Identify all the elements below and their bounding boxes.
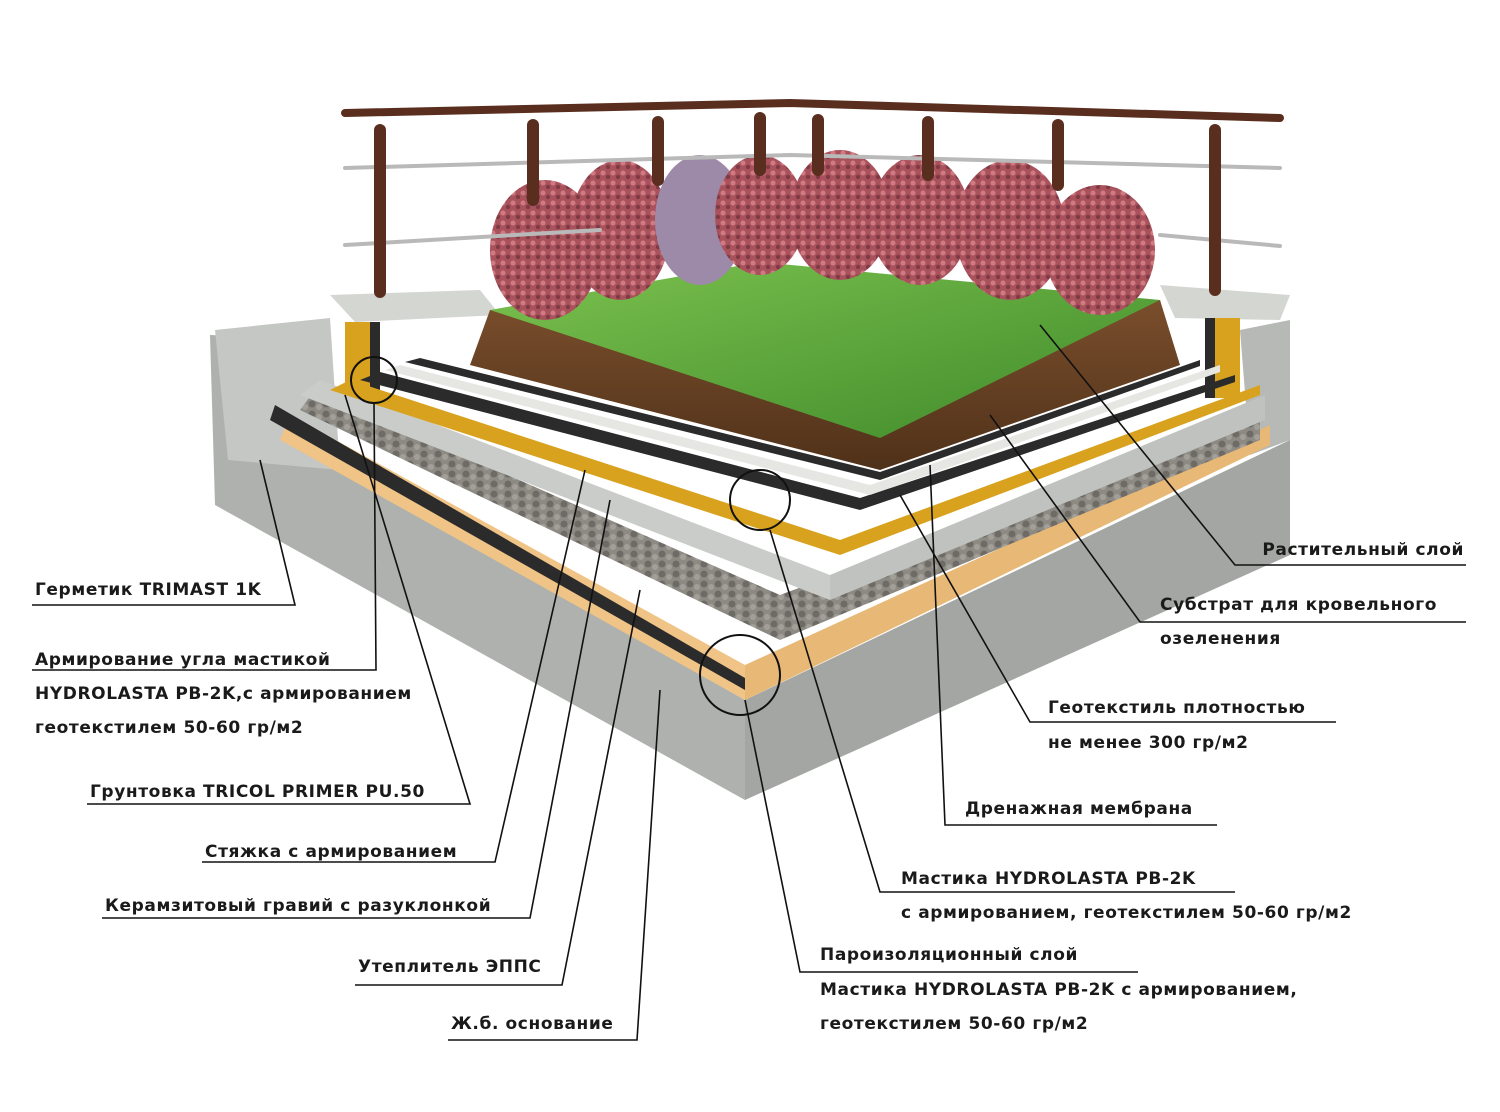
railing — [341, 98, 1284, 298]
label-base: Ж.б. основание — [451, 1014, 614, 1034]
label-corner-line1: Армирование угла мастикой — [35, 650, 331, 670]
label-primer: Грунтовка TRICOL PRIMER PU.50 — [90, 782, 425, 802]
label-plant-layer: Растительный слой — [1262, 540, 1464, 560]
label-drainage-membrane: Дренажная мембрана — [965, 799, 1193, 819]
label-insulation: Утеплитель ЭППС — [358, 957, 542, 977]
label-mastic-line2: с армированием, геотекстилем 50-60 гр/м2 — [901, 903, 1352, 923]
label-corner-line3: геотекстилем 50-60 гр/м2 — [35, 718, 304, 738]
label-vapor-line1: Пароизоляционный слой — [820, 945, 1078, 965]
label-screed: Стяжка с армированием — [205, 842, 458, 862]
label-sealant: Герметик TRIMAST 1K — [35, 580, 262, 600]
shrubs — [490, 150, 1155, 320]
label-corner-line2: HYDROLASTA PB-2K,с армированием — [35, 684, 412, 704]
label-substrate-line1: Субстрат для кровельного — [1160, 595, 1438, 615]
label-substrate-line2: озеленения — [1160, 629, 1281, 649]
label-geotextile-line1: Геотекстиль плотностью — [1048, 698, 1306, 718]
label-vapor-line3: геотекстилем 50-60 гр/м2 — [820, 1014, 1089, 1034]
label-geotextile-line2: не менее 300 гр/м2 — [1048, 733, 1249, 753]
soil-and-grass — [470, 262, 1180, 470]
detail-circles — [350, 356, 791, 716]
layer-stack — [270, 358, 1270, 700]
label-gravel: Керамзитовый гравий с разуклонкой — [105, 896, 492, 916]
label-vapor-line2: Мастика HYDROLASTA PB-2K с армированием, — [820, 980, 1298, 1000]
leader-lines — [32, 324, 1466, 1041]
label-mastic-line1: Мастика HYDROLASTA PB-2K — [901, 869, 1196, 889]
